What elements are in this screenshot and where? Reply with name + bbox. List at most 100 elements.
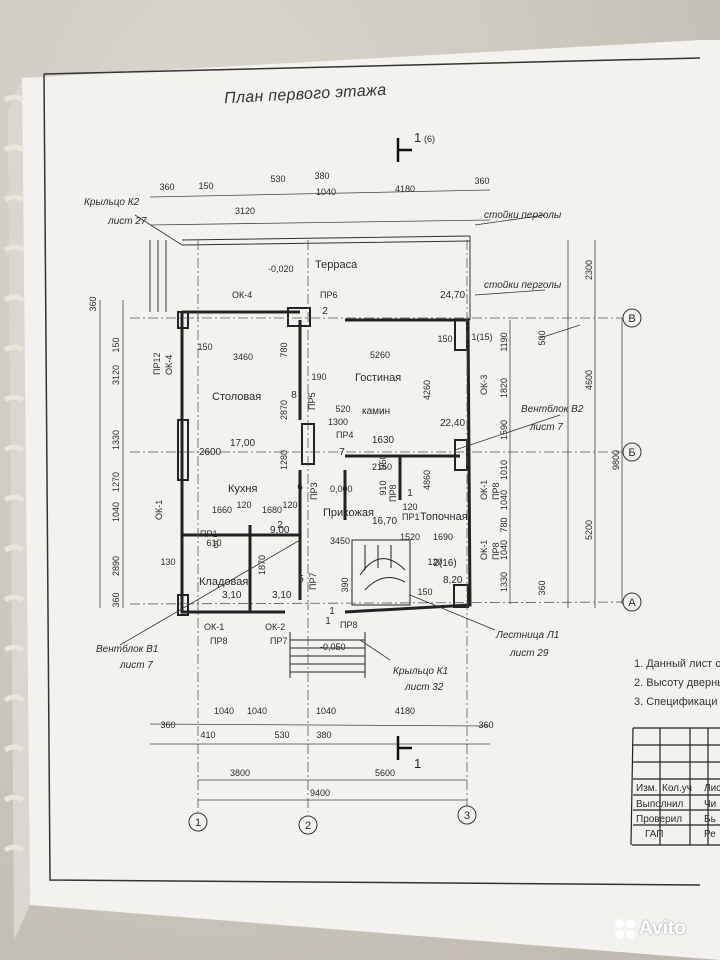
room-area: 17,00 [230, 438, 255, 449]
callout-sheet: лист 27 [107, 216, 147, 227]
room-name: Кладовая [199, 576, 248, 588]
dims-left: 360 150 3120 1330 1270 1040 2890 360 [88, 296, 121, 607]
dim-text: 1520 [400, 532, 420, 542]
callout: Крыльцо К1 [393, 666, 448, 677]
dim-text: 150 [437, 334, 452, 344]
watermark-text: Avito [639, 918, 686, 939]
title-stamp-text: Изм. Кол.уч Лис Выполнил Чи Проверил Бь … [636, 783, 720, 840]
dim-text: 4180 [395, 706, 415, 716]
staircase [351, 539, 411, 606]
axis-label: 3 [464, 810, 470, 822]
dim-text: 4260 [422, 380, 432, 400]
callout: стойки перголы [484, 210, 562, 221]
dim-text: 120 [402, 502, 417, 512]
dim-text: 2300 [584, 260, 594, 280]
dim-text: 1190 [499, 332, 509, 351]
dim-text: 120 [236, 500, 251, 510]
section-mark-bottom-num: 1 [414, 756, 421, 771]
section-mark-top [396, 138, 412, 162]
room-name: Кухня [228, 483, 257, 495]
mark: 5 [298, 574, 304, 585]
notes: 1. Данный лист с 2. Высоту двернь 3. Спе… [634, 655, 720, 712]
axis-label: 2 [305, 820, 311, 832]
mark: 5 [213, 540, 219, 551]
dim-text: 1870 [257, 555, 267, 575]
dim-text: 1300 [328, 417, 348, 427]
dim-text: 5260 [370, 350, 390, 360]
axis-label: А [628, 597, 636, 609]
dim-text: 3800 [230, 768, 250, 778]
dim-text: 4180 [395, 184, 415, 194]
stamp-header: Кол.уч [662, 783, 692, 794]
dim-text: 2870 [279, 400, 289, 420]
mark: 1 [329, 606, 335, 617]
room-name: Столовая [212, 391, 261, 403]
room-name: Прихожая [323, 507, 374, 519]
dim-text: 390 [340, 577, 350, 592]
opening-label: ОК-1 [204, 622, 224, 632]
opening-label: ПР5 [307, 393, 317, 410]
dims-top: 360 150 3120 530 380 1040 4180 360 [159, 171, 489, 216]
room-area: 9,00 [270, 525, 290, 536]
callout-sheet: лист 32 [404, 682, 444, 693]
dim-text: 780 [499, 517, 509, 532]
dim-text: 380 [314, 171, 329, 181]
callout: Вентблок В2 [521, 403, 584, 415]
dim-text: 3120 [111, 365, 121, 385]
opening-label: ОК-1 [154, 500, 164, 520]
room-marks: 1(15) 2(16) 8 7 6 5 5 1 1 2 2 1 [213, 306, 492, 627]
axis-label: 1 [195, 817, 201, 829]
dim-text: 2600 [199, 447, 222, 458]
mark: 8 [291, 390, 297, 401]
opening-label: ПР6 [320, 290, 337, 300]
section-mark-top-ref: (6) [424, 134, 435, 144]
dim-text: 1040 [499, 490, 509, 510]
dim-text: 360 [159, 182, 174, 192]
section-mark-bottom [396, 736, 412, 760]
dim-text: 1630 [372, 435, 395, 446]
sheet-frame [43, 57, 701, 886]
opening-label: ОК-1 [479, 480, 489, 500]
dim-text: 500 [537, 330, 547, 345]
callouts: Крыльцо К2 лист 27 стойки перголы стойки… [84, 197, 584, 693]
mark: 2 [277, 520, 283, 531]
dims-right: 2300 4600 9800 5200 1190 1820 1590 1010 … [499, 260, 621, 596]
opening-label: ПР4 [336, 430, 353, 440]
dim-text: 1040 [499, 540, 509, 560]
callout-sheet: лист 29 [509, 648, 549, 659]
room-level: 0,000 [330, 484, 353, 494]
dim-text: 360 [88, 296, 98, 311]
dim-text: 910 [378, 480, 388, 495]
room-name: Терраса [315, 259, 358, 271]
mark: 1(15) [471, 332, 492, 342]
dim-text: 360 [537, 580, 547, 595]
dim-text: 1040 [316, 706, 336, 716]
dim-text: 3450 [330, 536, 350, 546]
dim-text: 150 [417, 587, 432, 597]
opening-label: ОК-1 [479, 540, 489, 560]
dim-text: 150 [197, 342, 212, 352]
dim-text: 120 [282, 500, 297, 510]
opening-label: ПР8 [491, 543, 501, 560]
mark: 1 [407, 488, 413, 499]
dims-bottom: 360 1040 1040 1040 4180 360 410 530 380 … [160, 706, 493, 798]
dim-text: 3120 [235, 206, 255, 216]
dim-text: 360 [111, 592, 121, 607]
dim-text: 5200 [584, 520, 594, 540]
avito-watermark: Avito [615, 918, 686, 940]
room-level: -0,050 [320, 642, 346, 652]
dim-text: 530 [274, 730, 289, 740]
dim-text: 3460 [233, 352, 253, 362]
opening-label: ПР12 [152, 353, 162, 375]
dim-text: 1330 [111, 430, 121, 450]
dim-text: 4860 [422, 470, 432, 490]
callout-sheet: лист 7 [119, 660, 153, 671]
dim-text: 950 [378, 454, 388, 469]
dim-text: 1040 [111, 502, 121, 522]
stamp-row-value: Ре [704, 829, 716, 840]
binding-rings [3, 94, 25, 853]
stamp-row-label: Проверил [636, 814, 682, 825]
dimension-lines [99, 189, 623, 801]
dim-text: 2890 [111, 556, 121, 576]
dim-text: 780 [279, 342, 289, 357]
